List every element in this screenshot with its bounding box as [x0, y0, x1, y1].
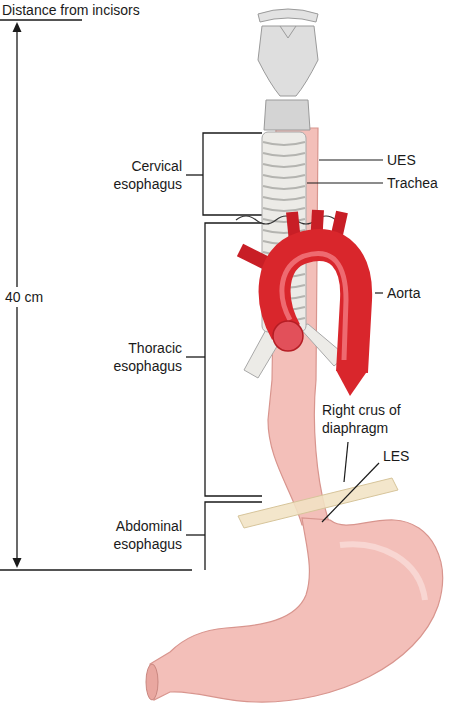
leader-lines — [307, 160, 383, 522]
bracket — [203, 133, 262, 215]
region-label: Thoracic esophagus — [87, 339, 182, 375]
cricoid-cartilage — [264, 100, 310, 130]
region-brackets — [186, 133, 262, 570]
part-label: LES — [383, 447, 409, 465]
bracket-tick — [186, 534, 205, 535]
aorta-tip — [336, 370, 368, 396]
part-label: Right crus of diaphragm — [322, 401, 440, 437]
thyroid-notch — [280, 26, 296, 38]
stomach-highlight — [340, 544, 425, 600]
bracket-tick — [186, 174, 203, 175]
arrowhead — [13, 558, 22, 568]
aortic-arch — [275, 245, 357, 372]
dimension-label: 40 cm — [4, 287, 44, 307]
duodenum-opening — [146, 664, 158, 700]
scale-top-line — [0, 19, 82, 20]
hyoid — [258, 9, 318, 22]
bracket-tick — [186, 356, 205, 357]
ascending-aorta-stump — [273, 321, 303, 351]
leader-line — [319, 159, 383, 160]
region-label: Abdominal esophagus — [87, 517, 182, 553]
distance-scale — [0, 20, 192, 570]
thyroid-cartilage — [258, 26, 318, 96]
leader-line — [307, 182, 383, 183]
scale-bottom-line — [0, 569, 192, 570]
scale-title: Distance from incisors — [2, 1, 140, 19]
leader-line — [322, 463, 379, 522]
stomach — [150, 518, 442, 702]
region-label: Cervical esophagus — [87, 157, 182, 193]
part-label: Trachea — [387, 174, 438, 192]
part-label: Aorta — [387, 284, 420, 302]
larynx — [258, 9, 318, 130]
leader-line — [344, 442, 348, 482]
leader-line — [375, 292, 383, 293]
arrowhead — [13, 22, 22, 32]
part-label: UES — [387, 151, 416, 169]
aorta-drawing — [240, 210, 368, 396]
